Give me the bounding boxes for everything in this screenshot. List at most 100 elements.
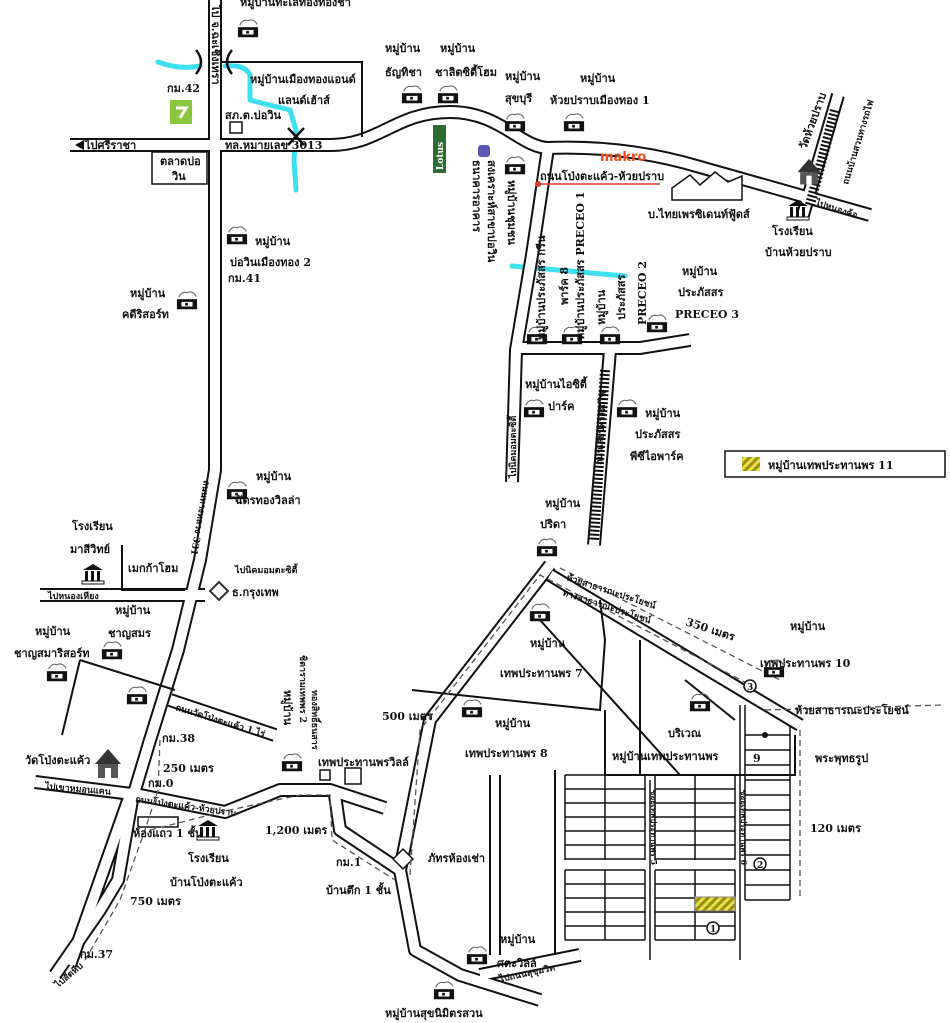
route-line [409, 574, 761, 876]
label: พีซีไอพาร์ค [630, 449, 684, 463]
label: เทพประทานพร 10 [760, 657, 851, 670]
label: หมู่บ้าน [682, 265, 718, 279]
label: บ.ไทยเพรซิเดนท์ฟู้ดส์ [648, 207, 750, 222]
route-line [559, 567, 946, 900]
label: หมู่บ้าน [385, 42, 421, 56]
boundaries [61, 61, 796, 955]
label: เมกก้าโฮม [128, 561, 178, 575]
road-label: ไปศรีราชา [83, 138, 136, 152]
bridge-icon [195, 49, 305, 146]
house-icon [523, 399, 545, 418]
label: หมู่บ้าน [280, 690, 294, 726]
label: ภัทรห้องเช่า [428, 852, 485, 865]
road-label: ไปนิคมอมตะซิตี้ [506, 415, 519, 479]
marker-dot [535, 181, 541, 187]
label: ห้องแถว 1 ชั้น [133, 825, 203, 840]
bank-logo-icon [478, 145, 490, 157]
legend-label: หมู่บ้านเทพประทานพร 11 [768, 459, 894, 473]
label: ธ.กรุงเทพ [232, 586, 279, 600]
distance-label: 350 เมตร [684, 615, 736, 643]
label: แลนด์เฮ้าส์ [278, 94, 330, 107]
label: PRECEO 2 [636, 261, 649, 325]
label: หมู่บ้านทะเลทองทองชา [240, 0, 351, 10]
marker-number: 3 [747, 683, 753, 693]
house-icon [646, 314, 668, 333]
road-label: ไป จ.ฉะเชิงเทรา [209, 3, 223, 85]
label: บ้านตึก 1 ชั้น [326, 882, 391, 897]
label: บริเวณ [668, 727, 702, 740]
label: หมู่บ้าน [495, 717, 531, 731]
house-icon [176, 291, 198, 310]
label: หมู่บ้าน [505, 70, 541, 84]
km-marker: กม.41 [228, 272, 261, 285]
house-icon [101, 641, 123, 660]
label: หมู่บ้าน [580, 72, 616, 86]
label: เทพประทานพร 8 [465, 747, 548, 760]
legend: หมู่บ้านเทพประทานพร 11 [724, 450, 946, 478]
label: ชิตารามเทพพร 2 [297, 655, 308, 723]
km-marker: กม.38 [162, 732, 195, 745]
svg-text:Lotus: Lotus [436, 142, 446, 170]
road-label: ถนนบ้านสวนทางรถไฟ [839, 98, 876, 186]
distance-label: 750 เมตร [130, 895, 181, 908]
route-line [149, 794, 396, 881]
label: ประภัสสร [615, 275, 628, 320]
subdivision-plots [564, 705, 791, 960]
label: วิน [171, 170, 186, 183]
label: ห้วยสาธารณะประโยชน์ [795, 703, 909, 717]
label: ประภัสสร [635, 428, 680, 441]
house-icon [46, 663, 68, 682]
label: ปาร์ค [548, 400, 574, 413]
label: หมู่บ้าน [790, 620, 826, 634]
house-icon [437, 85, 459, 104]
km-marker: กม.0 [148, 777, 174, 790]
marker-2 [753, 857, 767, 871]
house-icon [237, 19, 259, 38]
label: หมู่บ้านเมืองทองแอนด์ [250, 73, 356, 87]
marker-number: 1 [710, 925, 716, 935]
legend-swatch [742, 457, 760, 471]
street-label: ซอยเทพประทานพร 5 [649, 790, 659, 865]
label: สุขบุรี [505, 92, 532, 106]
label: ธัญทิชา [385, 66, 422, 79]
house-icon [563, 113, 585, 132]
canal [155, 59, 299, 193]
highlighted-plot [694, 896, 736, 912]
label: ธนาคารอาคาร [470, 160, 483, 232]
label: หมู่บ้าน [35, 625, 71, 639]
road-label: ไปนิคมอมตะซิตี้ [234, 563, 298, 576]
label: หมู่บ้าน [645, 407, 681, 421]
label: วัดโป่งตะแค้ว [25, 753, 90, 767]
house-icon [401, 85, 423, 104]
label: หมู่บ้านประภัสสร กรีน [535, 235, 549, 340]
label: บ่อวินเมืองทอง 2 [230, 256, 311, 269]
label: ปริดา [540, 518, 566, 531]
house-icon [536, 538, 558, 557]
house-icon [281, 753, 303, 772]
distance-label: 120 เมตร [810, 822, 861, 835]
label: หมู่บ้าน [115, 604, 151, 618]
street-label: ซอยเทพประทานพร 6 [739, 790, 749, 865]
label: เทพประทานพรวิลล์ [318, 756, 409, 769]
railway-road [589, 369, 610, 541]
house-icon [226, 226, 248, 245]
house-icon [433, 981, 455, 1000]
km-marker: กม.37 [80, 948, 113, 961]
label: เทพประทานพร 7 [500, 667, 583, 680]
label: มาสีวิทย์ [70, 543, 110, 556]
label: หมู่บ้าน [440, 42, 476, 56]
label: ตลาดบ่อ [160, 155, 201, 168]
house-icon [504, 156, 526, 175]
label: บ้านห้วยปราบ [765, 246, 832, 259]
label: ฉัตรทองวิลล่า [235, 494, 301, 507]
plot-number: 9 [753, 752, 761, 765]
lotus-logo: Lotus [433, 125, 446, 173]
bangkok-bank-icon [208, 580, 230, 602]
road-label: ถนนเลียบทางรถไฟ [593, 391, 609, 465]
label: โรงเรียน [71, 519, 113, 533]
label: พระพุทธรูป [815, 752, 868, 766]
road-label: ไปหนองเหียง [47, 590, 99, 602]
label: โรงเรียน [187, 851, 229, 865]
label: สงเคราะห์สาขาบ่อวิน [485, 160, 498, 263]
house-icon [461, 699, 483, 718]
